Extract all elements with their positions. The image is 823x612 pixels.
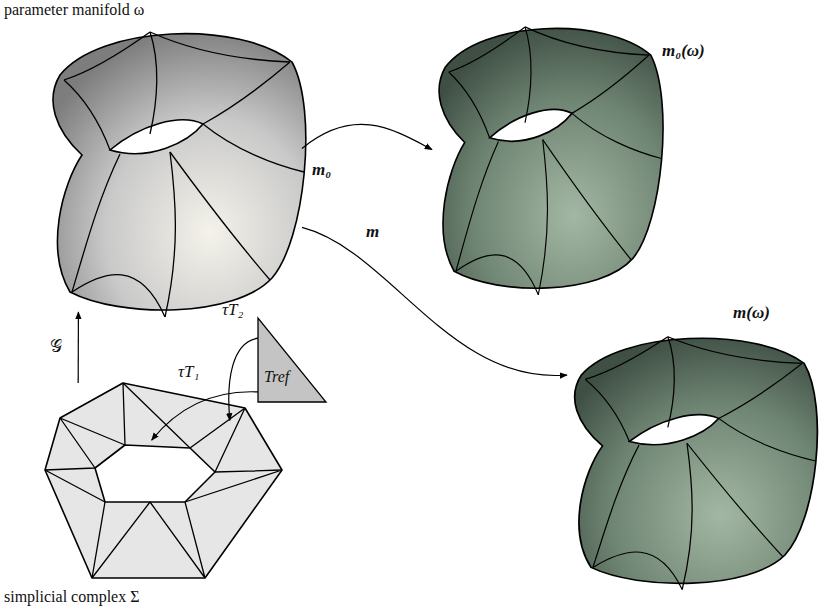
element-map-arrow: [229, 338, 258, 420]
simplicial-complex: simplicial complex Σ: [45, 383, 282, 580]
reference-triangle: [258, 318, 326, 402]
node-label: m₀(ω): [662, 41, 705, 61]
edge-label: 𝒢: [50, 337, 62, 357]
node-label: simplicial complex Σ: [4, 588, 140, 606]
edge-label: m: [366, 222, 379, 242]
simplicial-complex: [45, 383, 282, 578]
parameter-manifold-surface: [53, 32, 306, 317]
edge-label: τT₁: [178, 362, 199, 382]
edge-label: τT₂: [222, 300, 243, 320]
geometry-map-arrow: [78, 312, 79, 383]
surface-m: m(ω): [567, 335, 812, 585]
reference-triangle: Tref: [258, 318, 326, 402]
surface-m0: m₀(ω): [432, 25, 658, 290]
map-arrow: [302, 227, 567, 375]
edge-label: m₀: [312, 160, 331, 180]
element-map-arrow: [152, 392, 258, 440]
node-label: Tref: [264, 368, 289, 386]
node-label: m(ω): [733, 303, 770, 323]
deformed-surface-m: [575, 337, 818, 590]
deformed-surface-m0: [439, 27, 663, 295]
node-label: parameter manifold ω: [4, 1, 144, 19]
map-arrow: [302, 124, 432, 149]
parameter-manifold: parameter manifold ω: [45, 30, 302, 312]
